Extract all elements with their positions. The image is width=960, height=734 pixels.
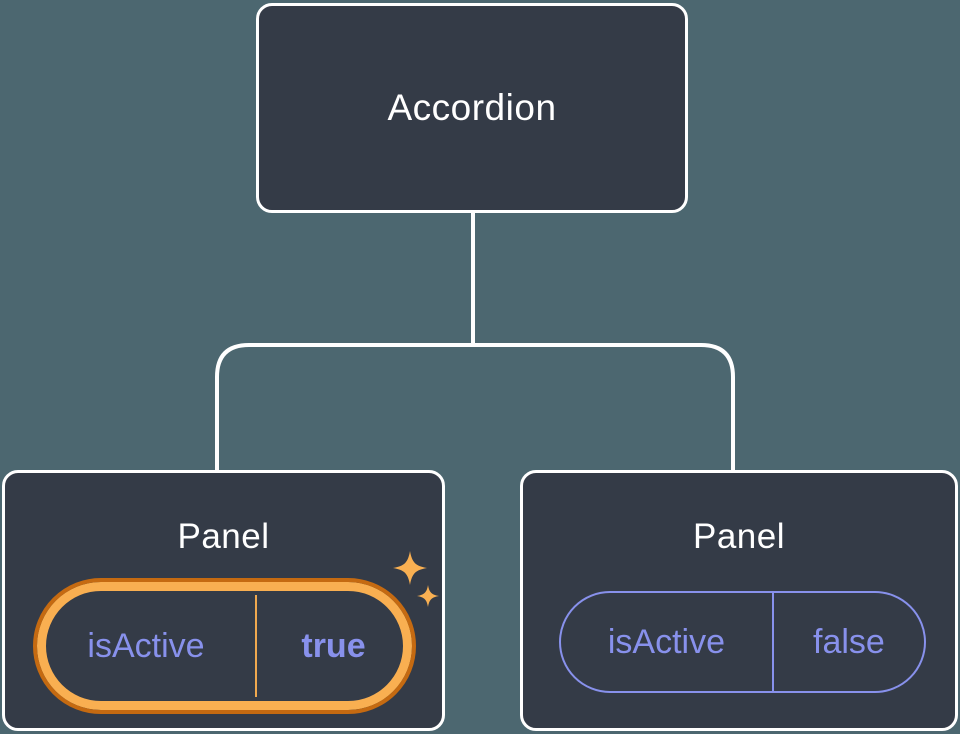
panel-node-label: Panel	[692, 517, 786, 556]
panel-node-label: Panel	[177, 517, 270, 556]
state-key-label: isActive	[87, 626, 205, 665]
sparkle-icon	[393, 551, 427, 585]
pill-divider	[255, 595, 257, 697]
panel-node-inactive: Panel isActive false	[520, 470, 958, 731]
state-key-label: isActive	[607, 622, 725, 661]
pill-divider	[771, 593, 774, 691]
state-pill-inactive: isActive false	[559, 591, 926, 693]
state-value-label: true	[301, 626, 366, 665]
panel-node-active: Panel isActive true	[2, 470, 445, 731]
sparkle-icon-small	[417, 585, 439, 607]
accordion-node: Accordion	[256, 3, 688, 213]
state-value-label: false	[813, 622, 885, 661]
state-pill-active: isActive true	[33, 578, 416, 714]
accordion-node-label: Accordion	[387, 87, 557, 128]
